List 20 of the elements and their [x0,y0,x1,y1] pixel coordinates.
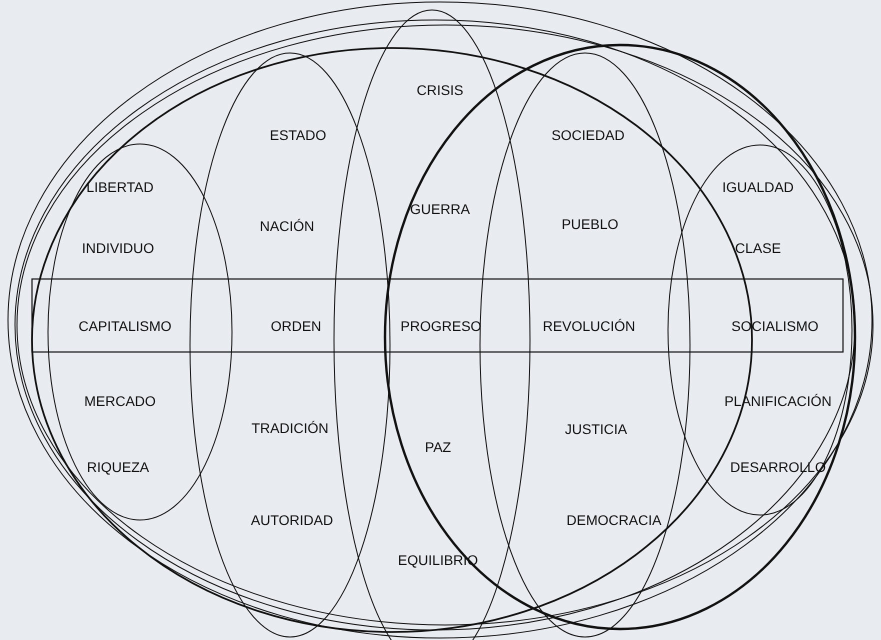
concept-label: PUEBLO [562,216,618,232]
concept-label: JUSTICIA [564,421,628,437]
concept-label: DEMOCRACIA [566,512,662,528]
concept-label: AUTORIDAD [250,512,334,528]
concept-label: RIQUEZA [86,459,150,475]
concept-label: SOCIEDAD [551,127,625,143]
concept-label: NACIÓN [260,218,314,234]
concept-label: CRISIS [416,82,464,98]
concept-label: MERCADO [84,393,156,409]
concept-label: GUERRA [410,201,470,217]
concept-label: ESTADO [270,127,326,143]
concept-label: INDIVIDUO [82,240,154,256]
concept-label: TRADICIÓN [252,420,328,436]
concept-label: REVOLUCIÓN [542,318,636,334]
concept-label: CAPITALISMO [78,318,172,334]
concept-label: IGUALDAD [722,179,794,195]
concept-label: CLASE [735,240,781,256]
concept-label: LIBERTAD [86,179,154,195]
concept-label: ORDEN [270,318,322,334]
concept-label: PAZ [424,439,452,455]
